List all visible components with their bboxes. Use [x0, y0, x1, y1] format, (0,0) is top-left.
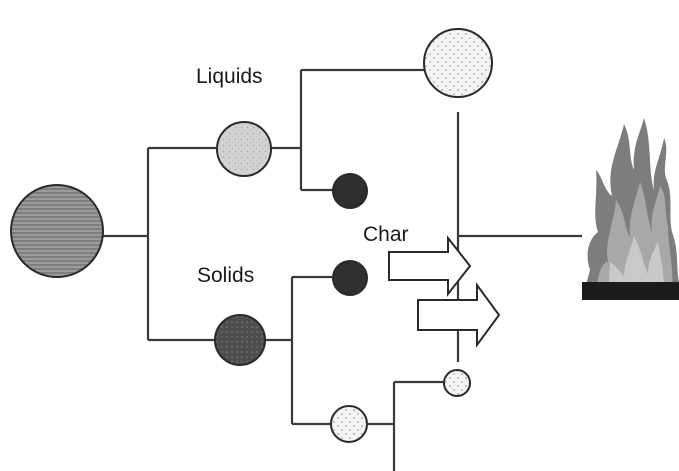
vapor-bubble-small [330, 405, 368, 443]
vapor-bubble-large [423, 28, 493, 98]
right-arrow-icon [417, 281, 501, 349]
flame-icon [582, 118, 679, 300]
right-arrow-icon [388, 235, 472, 297]
connector-lines [103, 68, 582, 471]
liquid-droplet [216, 121, 272, 177]
solids-label: Solids [197, 264, 254, 287]
liquids-label: Liquids [196, 65, 263, 88]
solid-residue-particle [332, 260, 368, 296]
char-label: Char [363, 223, 409, 246]
vapor-bubble-tiny [443, 369, 471, 397]
solid-particle [214, 314, 266, 366]
liquid-residue-particle [332, 173, 368, 209]
feed-particle [10, 184, 104, 278]
